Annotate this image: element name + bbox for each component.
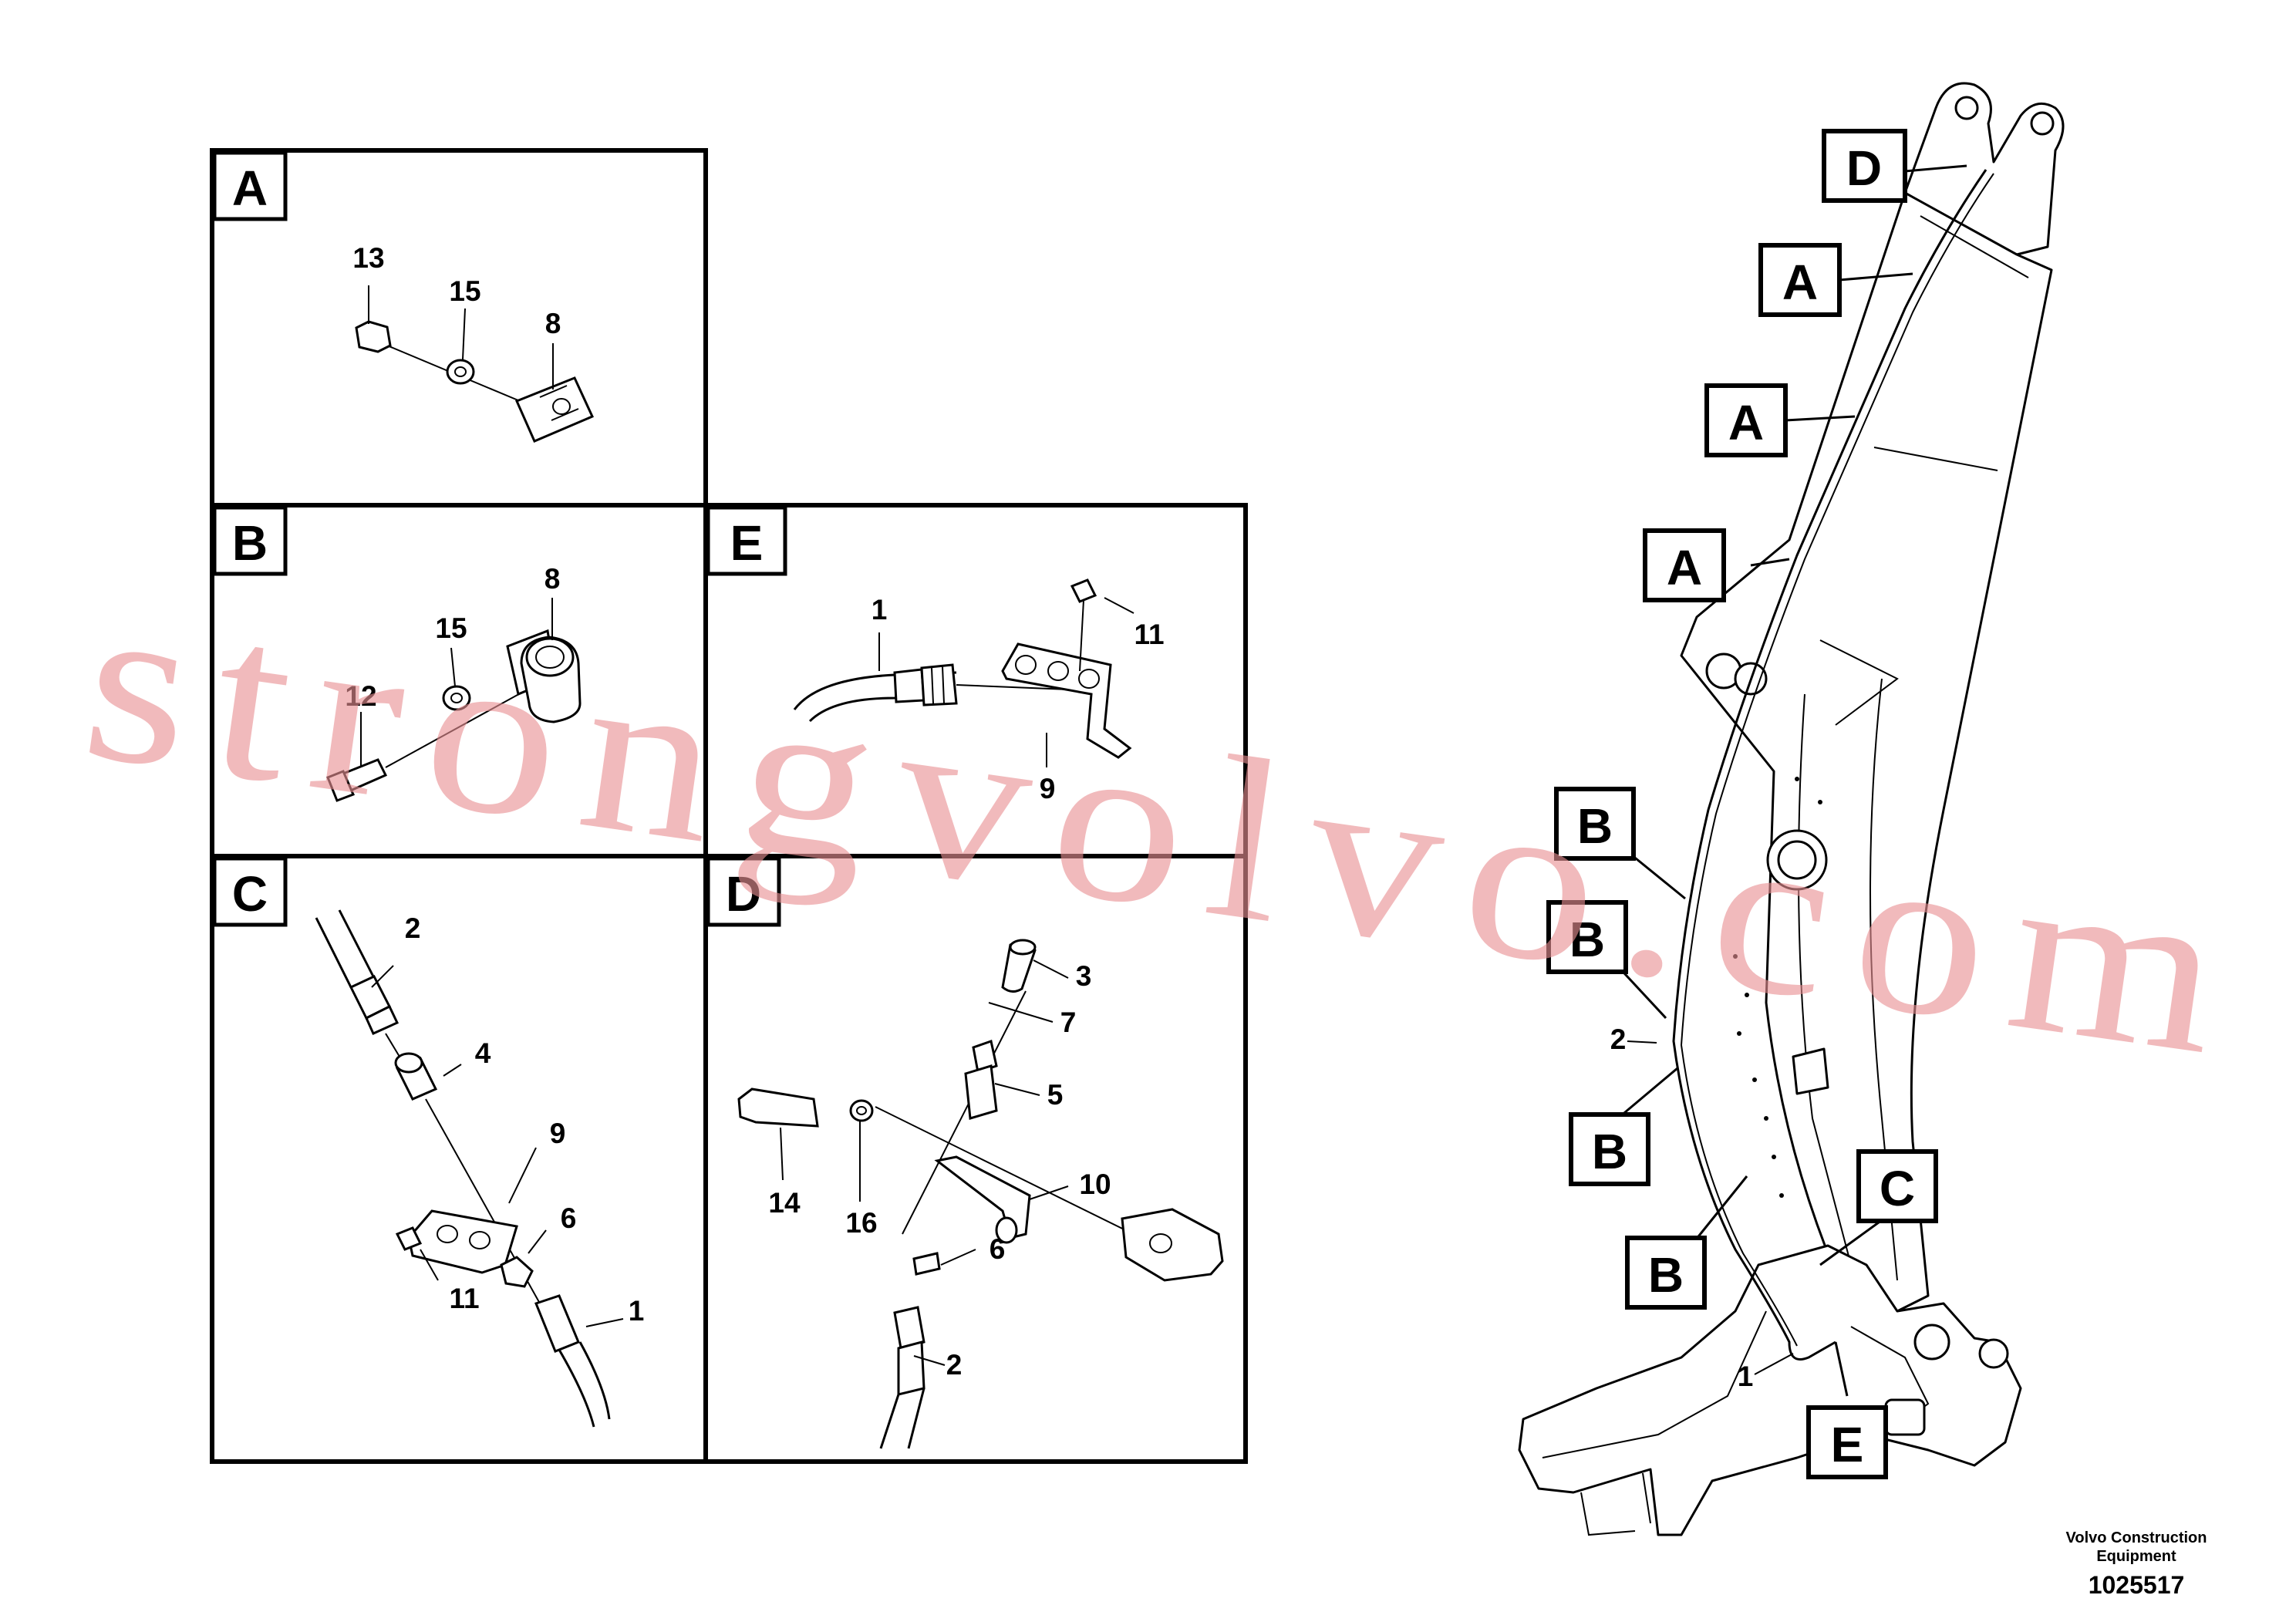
marker-d: D: [1822, 129, 1907, 203]
part-num: 1: [629, 1295, 645, 1327]
part-num: 8: [544, 563, 561, 595]
part-num: 4: [475, 1037, 491, 1069]
caption-line1: Volvo Construction: [2066, 1529, 2207, 1546]
panel-d-drawing: [737, 939, 1224, 1449]
panel-label-d: D: [706, 856, 781, 927]
panel-label-c: C: [212, 856, 288, 927]
marker-a: A: [1704, 383, 1788, 457]
part-num: 15: [435, 612, 467, 644]
nut-part: [500, 1256, 534, 1288]
part-num: 15: [449, 275, 480, 307]
boom-assembly-drawing: [1518, 82, 2065, 1536]
bolt-part: [737, 1088, 819, 1128]
marker-b: B: [1546, 900, 1628, 974]
bolt-part: [395, 1226, 423, 1251]
part-num: 9: [550, 1118, 566, 1149]
part-num: 7: [1060, 1007, 1077, 1038]
washer-part: [442, 685, 471, 711]
bracket-part: [407, 1209, 518, 1274]
marker-a: A: [1758, 243, 1842, 317]
marker-e: E: [1806, 1405, 1888, 1479]
panel-a-drawing: [355, 285, 595, 443]
svg-text:A: A: [1728, 395, 1764, 450]
part-num: 11: [1134, 619, 1164, 650]
svg-text:A: A: [1667, 540, 1702, 595]
part-num: 13: [352, 242, 384, 274]
part-num: 1: [1738, 1361, 1754, 1392]
bracket-part: [1001, 642, 1132, 759]
panel-e-drawing: [793, 578, 1135, 767]
panel-b-drawing: [326, 598, 582, 802]
part-num: 6: [990, 1233, 1006, 1265]
bolt-part: [1070, 578, 1097, 603]
part-num: 14: [768, 1187, 801, 1219]
part-num: 3: [1076, 960, 1092, 992]
fitting-part: [893, 1306, 925, 1350]
screw-part: [355, 320, 392, 353]
part-num: 1: [872, 594, 888, 626]
svg-text:C: C: [232, 866, 268, 922]
panel-frames: [210, 148, 1248, 1464]
svg-text:B: B: [232, 515, 268, 571]
panel-label-b: B: [212, 505, 288, 576]
caption-line2: Equipment: [2096, 1548, 2176, 1565]
svg-text:B: B: [1648, 1247, 1684, 1303]
marker-b: B: [1625, 1236, 1707, 1310]
panel-label-a: A: [212, 150, 288, 221]
svg-text:D: D: [726, 866, 761, 922]
part-num: 10: [1079, 1168, 1111, 1200]
svg-text:B: B: [1569, 912, 1605, 967]
part-num: 9: [1040, 773, 1056, 804]
doc-number: 1025517: [2089, 1571, 2185, 1599]
part-num: 6: [561, 1202, 577, 1234]
part-num: 8: [545, 308, 561, 339]
part-num: 2: [1610, 1023, 1627, 1055]
part-num: 12: [345, 680, 376, 712]
part-num: 11: [449, 1283, 479, 1314]
marker-b: B: [1554, 787, 1636, 861]
part-num: 2: [405, 912, 421, 944]
svg-text:E: E: [1831, 1417, 1864, 1472]
marker-b: B: [1569, 1112, 1650, 1186]
part-num: 2: [946, 1349, 963, 1381]
svg-text:B: B: [1592, 1124, 1627, 1179]
marker-a: A: [1643, 528, 1726, 602]
washer-part: [446, 359, 475, 385]
clamp-block-part: [1121, 1208, 1224, 1282]
svg-text:A: A: [1782, 255, 1818, 310]
svg-text:D: D: [1846, 140, 1882, 196]
panel-label-e: E: [706, 505, 787, 576]
marker-c: C: [1856, 1149, 1938, 1223]
svg-text:E: E: [730, 515, 764, 571]
part-num: 5: [1047, 1079, 1064, 1111]
svg-text:A: A: [232, 160, 268, 216]
svg-text:C: C: [1880, 1161, 1915, 1216]
panel-c-drawing: [315, 909, 624, 1428]
svg-text:B: B: [1577, 798, 1613, 854]
part-num: 16: [845, 1207, 877, 1239]
